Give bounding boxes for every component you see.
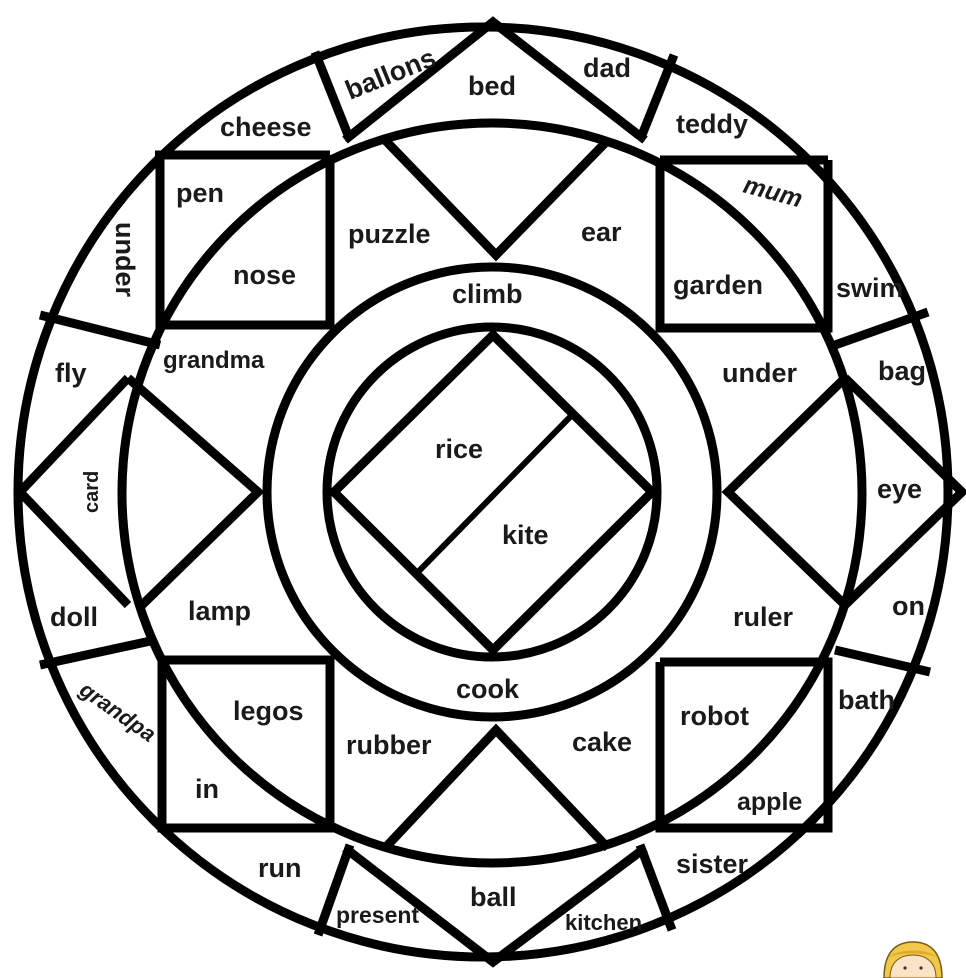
word-garden: garden — [673, 270, 763, 300]
square-bottom-left — [162, 660, 330, 828]
word-eye: eye — [877, 474, 922, 504]
word-puzzle: puzzle — [348, 219, 431, 249]
word-teddy: teddy — [676, 109, 748, 139]
word-in: in — [195, 774, 219, 804]
word-rice: rice — [435, 434, 483, 464]
right-diamond — [728, 378, 845, 605]
center-ring — [327, 327, 657, 657]
word-rubber: rubber — [346, 730, 432, 760]
word-cook: cook — [456, 674, 520, 704]
word-doll: doll — [50, 602, 98, 632]
word-present: present — [336, 902, 419, 928]
word-ruler: ruler — [733, 602, 794, 632]
word-robot: robot — [680, 701, 749, 731]
girl-face-icon — [884, 942, 942, 978]
word-kite: kite — [502, 520, 549, 550]
word-kitchen: kitchen — [565, 910, 642, 935]
word-fly: fly — [55, 358, 87, 388]
word-cheese: cheese — [220, 112, 312, 142]
divider — [315, 52, 350, 140]
word-card: card — [81, 471, 103, 513]
word-on: on — [892, 591, 925, 621]
word-ball: ball — [470, 882, 517, 912]
word-mum: mum — [740, 171, 805, 214]
divider — [40, 640, 155, 665]
word-ballons: ballons — [341, 42, 440, 105]
left-diamond — [128, 378, 258, 605]
left-triangle — [20, 378, 128, 605]
word-bag: bag — [878, 356, 926, 386]
word-bath: bath — [838, 685, 895, 715]
word-sister: sister — [676, 849, 749, 879]
word-grandma: grandma — [163, 347, 265, 374]
word-pen: pen — [176, 178, 224, 208]
word-dad: dad — [583, 53, 631, 83]
word-swim: swim — [836, 273, 904, 303]
word-under-left: under — [110, 222, 140, 297]
divider — [640, 845, 672, 930]
word-run: run — [258, 853, 302, 883]
divider — [640, 55, 674, 140]
word-lamp: lamp — [188, 596, 251, 626]
word-apple: apple — [737, 788, 802, 816]
word-bed: bed — [468, 71, 516, 101]
word-cake: cake — [572, 727, 632, 757]
word-under-right: under — [722, 358, 797, 388]
word-legos: legos — [233, 696, 304, 726]
word-ear: ear — [581, 217, 622, 247]
divider — [40, 315, 160, 345]
word-nose: nose — [233, 260, 296, 290]
word-climb: climb — [452, 279, 523, 309]
